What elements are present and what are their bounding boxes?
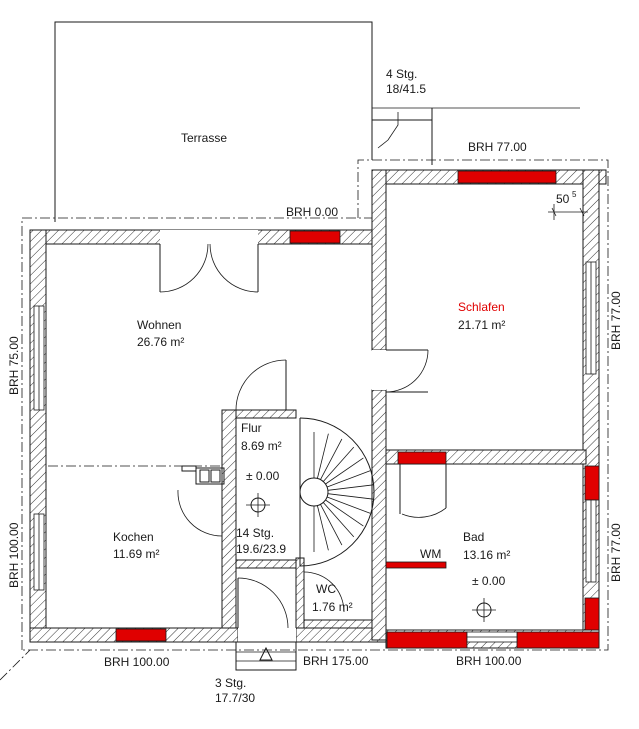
stair-entrance-steps: 3 Stg.	[215, 676, 246, 690]
room-kochen-name: Kochen	[113, 530, 154, 544]
level-marker-bad	[472, 598, 496, 622]
stair-tread	[317, 505, 329, 551]
room-wohnen-name: Wohnen	[137, 318, 181, 332]
brh-top-right: BRH 77.00	[468, 140, 527, 154]
brh-right-lower: BRH 77.00	[609, 523, 623, 582]
room-bad-area: 13.16 m²	[463, 548, 510, 562]
brh-left-lower: BRH 100.00	[7, 522, 21, 588]
stair-tread	[323, 502, 355, 538]
fixtures	[181, 465, 297, 671]
room-flur-area: 8.69 m²	[241, 439, 282, 453]
stair-labels: 4 Stg. 18/41.5 14 Stg. 19.6/23.9 3 Stg. …	[215, 67, 426, 705]
room-wc-area: 1.76 m²	[312, 600, 353, 614]
terrace-outline	[54, 21, 580, 222]
dimension-base: 50	[556, 192, 570, 206]
room-schlafen-area: 21.71 m²	[458, 318, 505, 332]
brh-labels: BRH 77.00 BRH 0.00 BRH 100.00 BRH 175.00…	[7, 140, 623, 669]
stair-tread	[327, 493, 374, 500]
stair-tread	[323, 446, 355, 482]
stair-tread	[320, 504, 343, 546]
room-kochen-area: 11.69 m²	[113, 547, 159, 561]
stair-entrance-ratio: 17.7/30	[215, 691, 255, 705]
stair-tread	[317, 433, 329, 479]
room-bad-level: ± 0.00	[472, 574, 506, 588]
stair-main-steps: 14 Stg.	[236, 526, 274, 540]
level-marker-flur	[246, 493, 270, 517]
room-terrasse-name: Terrasse	[181, 131, 227, 145]
brh-terrace-door: BRH 0.00	[286, 205, 338, 219]
doors	[159, 230, 447, 642]
stair-tread	[327, 484, 374, 491]
stair-tread	[326, 470, 371, 488]
stair-tread	[325, 457, 364, 485]
room-bad-name: Bad	[463, 530, 484, 544]
stair-main-ratio: 19.6/23.9	[236, 542, 286, 556]
room-flur-name: Flur	[241, 421, 262, 435]
room-labels: Terrasse Wohnen 26.76 m² Schlafen 21.71 …	[113, 131, 510, 614]
room-flur-level: ± 0.00	[246, 469, 280, 483]
stair-top-steps: 4 Stg.	[386, 67, 417, 81]
stair-top-ratio: 18/41.5	[386, 82, 426, 96]
dimension-50-5: 50 5	[548, 190, 588, 220]
dimension-superscript: 5	[572, 190, 577, 199]
stair-tread	[326, 496, 371, 514]
room-wc-name: WC	[316, 582, 336, 596]
brh-left-upper: BRH 75.00	[7, 336, 21, 395]
brh-bottom-middle: BRH 175.00	[303, 654, 369, 668]
stair-tread	[325, 499, 364, 527]
wm-label: WM	[420, 547, 441, 561]
brh-bottom-right: BRH 100.00	[456, 654, 522, 668]
brh-right-upper: BRH 77.00	[609, 291, 623, 350]
stair-tread	[320, 438, 343, 480]
brh-bottom-left: BRH 100.00	[104, 655, 170, 669]
room-wohnen-area: 26.76 m²	[137, 335, 184, 349]
windows	[33, 261, 597, 643]
room-schlafen-name: Schlafen	[458, 300, 505, 314]
fire-walls	[115, 170, 600, 649]
spiral-staircase	[299, 417, 375, 567]
